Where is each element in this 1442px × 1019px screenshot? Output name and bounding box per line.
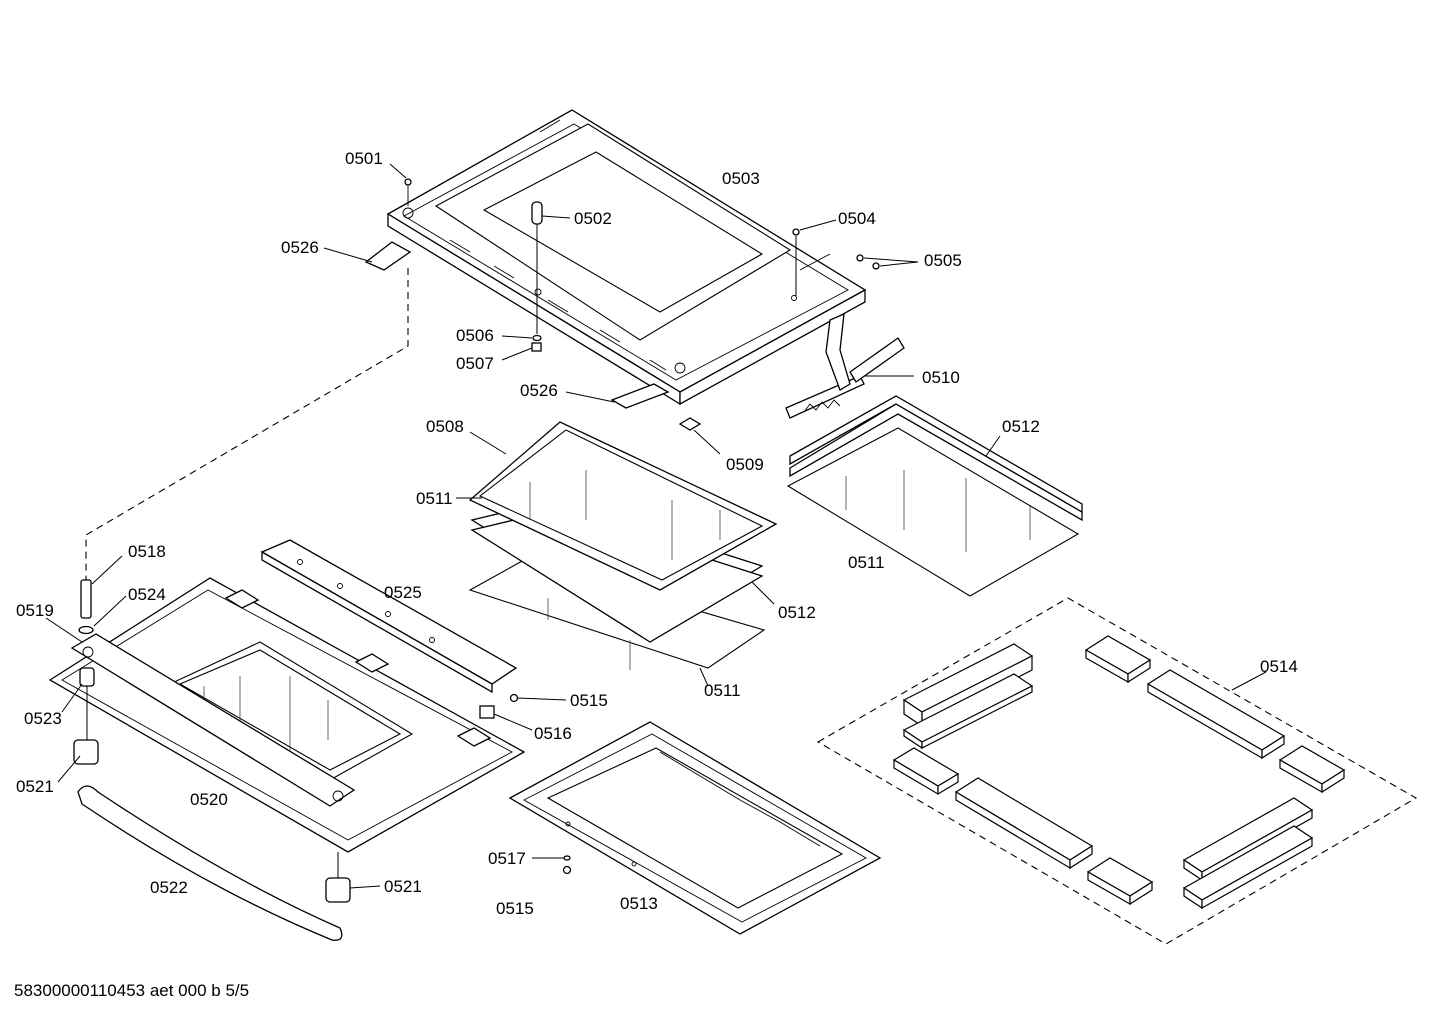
part-labels: 0501 0503 0502 0504 0526 0505 0506 0507 …: [16, 149, 1298, 918]
label-0501: 0501: [345, 149, 383, 168]
label-0521-left: 0521: [16, 777, 54, 796]
handle-0522: [77, 785, 343, 941]
label-0526-upper: 0526: [281, 238, 319, 257]
pack-block: [1182, 825, 1314, 910]
label-0524: 0524: [128, 585, 166, 604]
glass-pack-right: [786, 395, 1083, 597]
screw-0515-upper: [509, 693, 519, 703]
label-0504: 0504: [838, 209, 876, 228]
label-0513: 0513: [620, 894, 658, 913]
label-0519: 0519: [16, 601, 54, 620]
hinge-0510: [785, 312, 905, 419]
label-0526-lower: 0526: [520, 381, 558, 400]
label-0511-center: 0511: [416, 489, 453, 508]
label-0516: 0516: [534, 724, 572, 743]
end-cap-left: [73, 739, 99, 765]
outer-door-0520: [48, 577, 526, 853]
pack-block: [1278, 745, 1346, 794]
pack-block: [892, 747, 960, 796]
glass-pack-center: [468, 421, 778, 670]
label-0523: 0523: [24, 709, 62, 728]
hinge-pad-lower: [610, 383, 670, 409]
label-0517: 0517: [488, 849, 526, 868]
screw-0515-lower: [562, 865, 572, 875]
bushing-0523: [79, 667, 95, 740]
drawing-code: 58300000110453 aet 000 b 5/5: [14, 981, 249, 1000]
packaging-0514: [816, 597, 1418, 945]
label-0522: 0522: [150, 878, 188, 897]
label-0508: 0508: [426, 417, 464, 436]
label-0514: 0514: [1260, 657, 1298, 676]
spacer-0518: [80, 579, 92, 619]
label-0511-right: 0511: [848, 553, 885, 572]
stud-0502: [531, 201, 543, 334]
label-0506: 0506: [456, 326, 494, 345]
washer-0506: [532, 334, 542, 342]
label-0512-right: 0512: [1002, 417, 1040, 436]
pack-block: [1086, 857, 1154, 906]
washer-0524: [78, 625, 94, 635]
label-0507: 0507: [456, 354, 494, 373]
screw-0504: [792, 228, 800, 296]
pack-block: [902, 673, 1034, 750]
label-0510: 0510: [922, 368, 960, 387]
label-0509: 0509: [726, 455, 764, 474]
screw-0517: [563, 855, 571, 861]
label-0518: 0518: [128, 542, 166, 561]
nut-0507: [531, 342, 542, 352]
pack-block: [1084, 635, 1152, 684]
label-0520: 0520: [190, 790, 228, 809]
leader-lines: [45, 163, 1267, 889]
inner-door-panel: [386, 109, 867, 406]
top-trim-0525: [260, 539, 518, 694]
clip-0516: [479, 705, 495, 719]
label-0525: 0525: [384, 583, 422, 602]
label-0515-lower: 0515: [496, 899, 534, 918]
label-0505: 0505: [924, 251, 962, 270]
alignment-line: [85, 268, 409, 580]
nuts-0505: [856, 254, 880, 270]
label-0502: 0502: [574, 209, 612, 228]
handle-bar-0519: [70, 633, 356, 807]
frame-0513: [508, 721, 882, 935]
label-0511-lower: 0511: [704, 681, 741, 700]
end-cap-right: [325, 877, 351, 903]
label-0521-right: 0521: [384, 877, 422, 896]
pack-block: [1146, 669, 1286, 760]
label-0503: 0503: [722, 169, 760, 188]
clip-0509: [678, 417, 702, 431]
label-0512-center: 0512: [778, 603, 816, 622]
pack-block: [954, 777, 1094, 870]
hinge-pad-upper: [364, 241, 412, 271]
label-0515-upper: 0515: [570, 691, 608, 710]
screw-0501: [404, 178, 412, 206]
